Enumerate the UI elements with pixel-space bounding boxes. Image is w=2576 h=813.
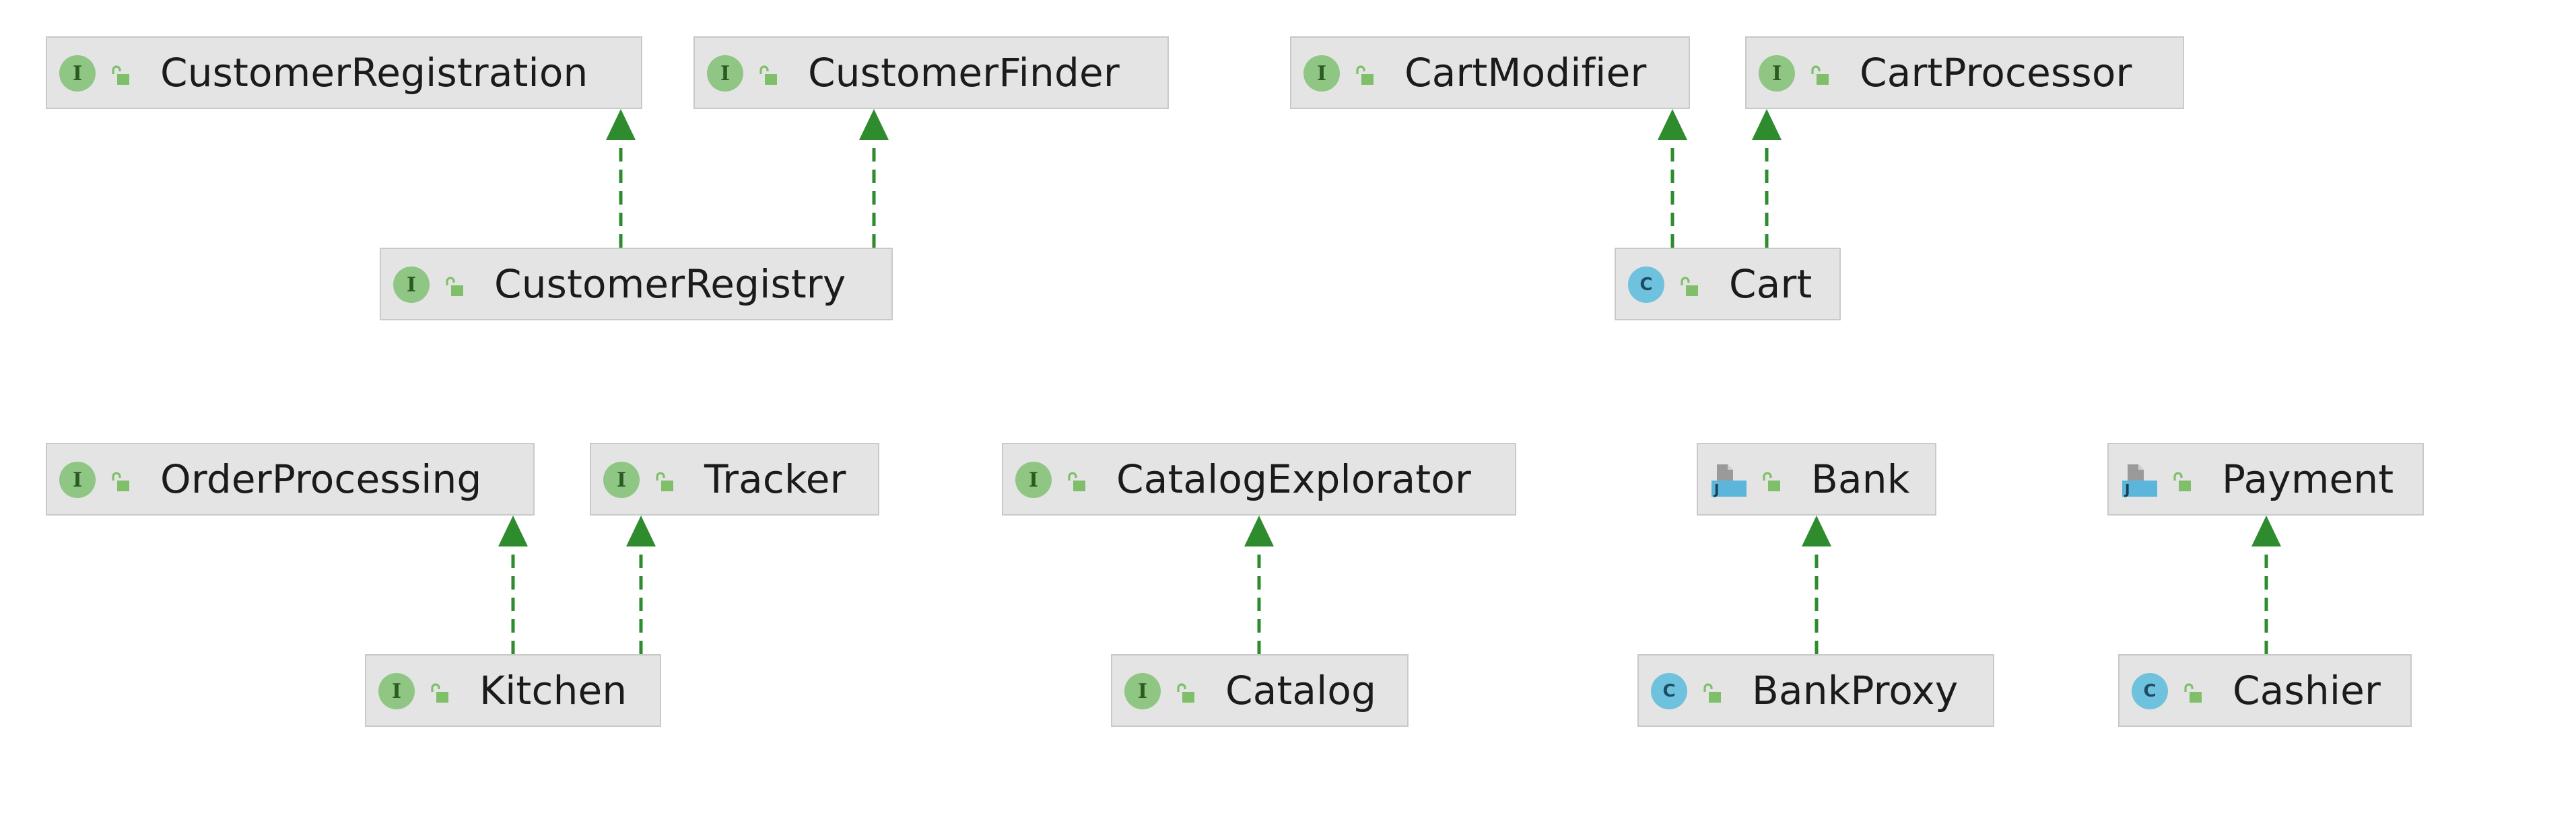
interface-icon: I	[59, 55, 96, 92]
implements-edge-cart-to-cart-modifier	[1658, 109, 1687, 248]
implements-edge-catalog-to-catalog-explorator	[1244, 516, 1274, 654]
open-lock-icon	[428, 682, 450, 704]
node-label: CartModifier	[1404, 50, 1647, 96]
arrowhead-icon	[626, 516, 656, 546]
open-lock-icon	[2181, 682, 2203, 704]
implements-edge-customer-registry-to-customer-registration	[606, 109, 636, 248]
implements-edge-bank-proxy-to-bank	[1802, 516, 1831, 654]
open-lock-icon	[1174, 682, 1196, 704]
class-icon: C	[2132, 673, 2168, 709]
uml-node-customer-finder[interactable]: I CustomerFinder	[693, 36, 1169, 109]
node-label: CatalogExplorator	[1116, 456, 1471, 502]
open-lock-icon	[757, 65, 778, 86]
interface-icon: I	[707, 55, 743, 92]
implements-edge-cart-to-cart-processor	[1752, 109, 1782, 248]
node-label: Cart	[1729, 261, 1812, 307]
node-label: Catalog	[1225, 668, 1377, 713]
open-lock-icon	[1701, 682, 1722, 704]
open-lock-icon	[1353, 65, 1375, 86]
open-lock-icon	[443, 276, 465, 297]
arrowhead-icon	[498, 516, 528, 546]
node-label: CustomerFinder	[808, 50, 1120, 96]
interface-icon: I	[1759, 55, 1795, 92]
arrowhead-icon	[1244, 516, 1274, 546]
arrowhead-icon	[2251, 516, 2281, 546]
arrowhead-icon	[1802, 516, 1831, 546]
arrowhead-icon	[606, 109, 636, 140]
uml-node-customer-registration[interactable]: I CustomerRegistration	[46, 36, 642, 109]
svg-text:J: J	[2124, 481, 2130, 497]
arrowhead-icon	[1658, 109, 1687, 140]
uml-node-order-processing[interactable]: I OrderProcessing	[46, 443, 535, 516]
interface-icon: I	[603, 462, 640, 498]
uml-node-bank-proxy[interactable]: C BankProxy	[1637, 654, 1994, 727]
uml-node-cart[interactable]: C Cart	[1615, 248, 1841, 320]
node-label: Tracker	[704, 456, 846, 502]
node-label: CustomerRegistry	[494, 261, 846, 307]
node-label: Payment	[2222, 456, 2394, 502]
uml-node-payment[interactable]: J Payment	[2107, 443, 2424, 516]
node-label: CustomerRegistration	[160, 50, 588, 96]
java-interface-icon: J	[1709, 460, 1749, 501]
open-lock-icon	[1065, 471, 1087, 493]
svg-text:J: J	[1713, 481, 1719, 497]
open-lock-icon	[109, 471, 131, 493]
open-lock-icon	[1760, 471, 1782, 493]
interface-icon: I	[1124, 673, 1161, 709]
class-icon: C	[1628, 267, 1664, 303]
uml-node-catalog[interactable]: I Catalog	[1111, 654, 1409, 727]
open-lock-icon	[1678, 276, 1699, 297]
interface-icon: I	[59, 462, 96, 498]
uml-node-cart-modifier[interactable]: I CartModifier	[1290, 36, 1690, 109]
uml-node-cart-processor[interactable]: I CartProcessor	[1745, 36, 2184, 109]
implements-edge-kitchen-to-tracker	[626, 516, 656, 654]
arrowhead-icon	[859, 109, 889, 140]
uml-node-catalog-explorator[interactable]: I CatalogExplorator	[1002, 443, 1516, 516]
interface-icon: I	[378, 673, 415, 709]
implements-edge-cashier-to-payment	[2251, 516, 2281, 654]
uml-node-customer-registry[interactable]: I CustomerRegistry	[380, 248, 893, 320]
implements-edge-customer-registry-to-customer-finder	[859, 109, 889, 248]
open-lock-icon	[109, 65, 131, 86]
class-icon: C	[1651, 673, 1687, 709]
interface-icon: I	[1303, 55, 1340, 92]
node-label: Cashier	[2233, 668, 2381, 713]
interface-icon: I	[1015, 462, 1052, 498]
open-lock-icon	[2171, 471, 2192, 493]
node-label: Bank	[1811, 456, 1910, 502]
node-label: OrderProcessing	[160, 456, 482, 502]
java-interface-icon: J	[2120, 460, 2160, 501]
open-lock-icon	[653, 471, 675, 493]
uml-node-cashier[interactable]: C Cashier	[2118, 654, 2412, 727]
uml-node-tracker[interactable]: I Tracker	[590, 443, 879, 516]
uml-node-bank[interactable]: J Bank	[1697, 443, 1936, 516]
node-label: CartProcessor	[1860, 50, 2132, 96]
node-label: Kitchen	[479, 668, 628, 713]
open-lock-icon	[1808, 65, 1830, 86]
arrowhead-icon	[1752, 109, 1782, 140]
uml-node-kitchen[interactable]: I Kitchen	[365, 654, 661, 727]
implements-edge-kitchen-to-order-processing	[498, 516, 528, 654]
interface-icon: I	[393, 267, 430, 303]
node-label: BankProxy	[1752, 668, 1959, 713]
